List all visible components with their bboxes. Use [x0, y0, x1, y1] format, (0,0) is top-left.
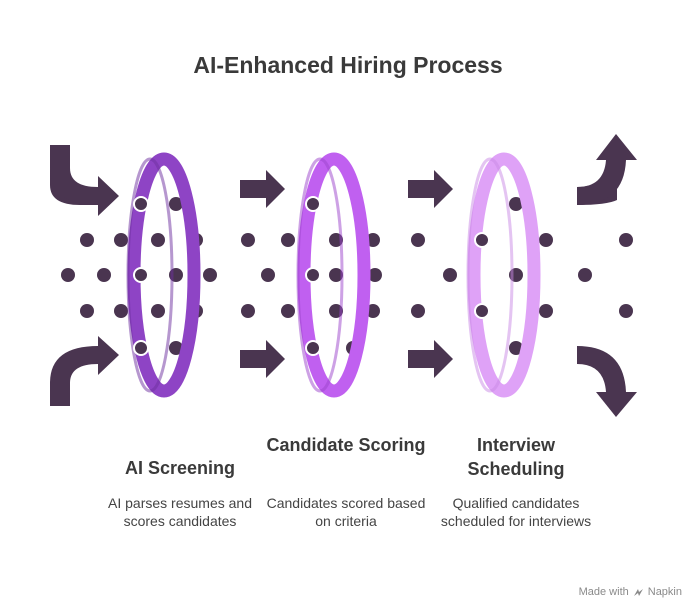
candidate-dot [539, 233, 553, 247]
outgoing-arrow-bottom [577, 346, 637, 417]
candidate-dot [281, 304, 295, 318]
candidate-dot [261, 268, 275, 282]
filtered-candidate-dot [474, 303, 490, 319]
filtered-candidate-dot [133, 196, 149, 212]
connector-arrow [240, 170, 285, 208]
stage-heading-screening: AI Screening [124, 458, 236, 478]
page-title: AI-Enhanced Hiring Process [193, 52, 503, 78]
filtered-candidate-dot [305, 196, 321, 212]
candidate-dot [619, 304, 633, 318]
filtered-candidate-dot [474, 232, 490, 248]
made-with-label: Made with [578, 586, 629, 598]
candidate-dot [578, 268, 592, 282]
candidate-dot [281, 233, 295, 247]
candidate-dot [151, 233, 165, 247]
napkin-brand: Napkin [647, 586, 682, 598]
incoming-arrow-top [50, 145, 119, 216]
connector-arrow [408, 340, 453, 378]
connector-arrow [408, 170, 453, 208]
candidate-dot [411, 304, 425, 318]
candidate-dot [509, 341, 523, 355]
candidate-dot [619, 233, 633, 247]
connector-arrow [240, 340, 285, 378]
candidate-dot [80, 233, 94, 247]
candidate-dot [80, 304, 94, 318]
filtered-candidate-dot [133, 267, 149, 283]
stage-description-scoring: Candidates scored based on criteria [266, 495, 426, 529]
filtered-candidate-dot [305, 267, 321, 283]
napkin-logo-icon [633, 588, 643, 596]
candidate-dot [366, 233, 380, 247]
candidate-dot [114, 233, 128, 247]
candidate-dot [329, 268, 343, 282]
stage-heading-scheduling: Interview Scheduling [467, 435, 565, 479]
hiring-process-diagram [50, 134, 637, 417]
made-with-napkin: Made with Napkin [579, 586, 682, 598]
candidate-dot [151, 304, 165, 318]
filtered-candidate-dots [133, 196, 490, 356]
filtered-candidate-dot [305, 340, 321, 356]
candidate-dot [169, 341, 183, 355]
candidate-dot [539, 304, 553, 318]
stage-description-screening: AI parses resumes and scores candidates [108, 495, 252, 529]
candidate-dot [443, 268, 457, 282]
candidate-dot [509, 197, 523, 211]
filtered-candidate-dot [133, 340, 149, 356]
stage-ring-scheduling [466, 152, 541, 398]
candidate-dot [241, 304, 255, 318]
candidate-dot [169, 197, 183, 211]
candidate-dot [411, 233, 425, 247]
candidate-dot [241, 233, 255, 247]
candidate-dot [114, 304, 128, 318]
candidate-dot [61, 268, 75, 282]
candidate-dot [203, 268, 217, 282]
stage-heading-scoring: Candidate Scoring [266, 435, 426, 455]
candidate-dot [97, 268, 111, 282]
outgoing-arrow-top [577, 134, 637, 205]
candidate-dot [366, 304, 380, 318]
stage-description-scheduling: Qualified candidates scheduled for inter… [440, 495, 592, 529]
candidate-dot [368, 268, 382, 282]
candidate-dots [61, 197, 633, 355]
incoming-arrow-bottom [50, 336, 119, 406]
stage-ring-scoring [296, 152, 371, 398]
